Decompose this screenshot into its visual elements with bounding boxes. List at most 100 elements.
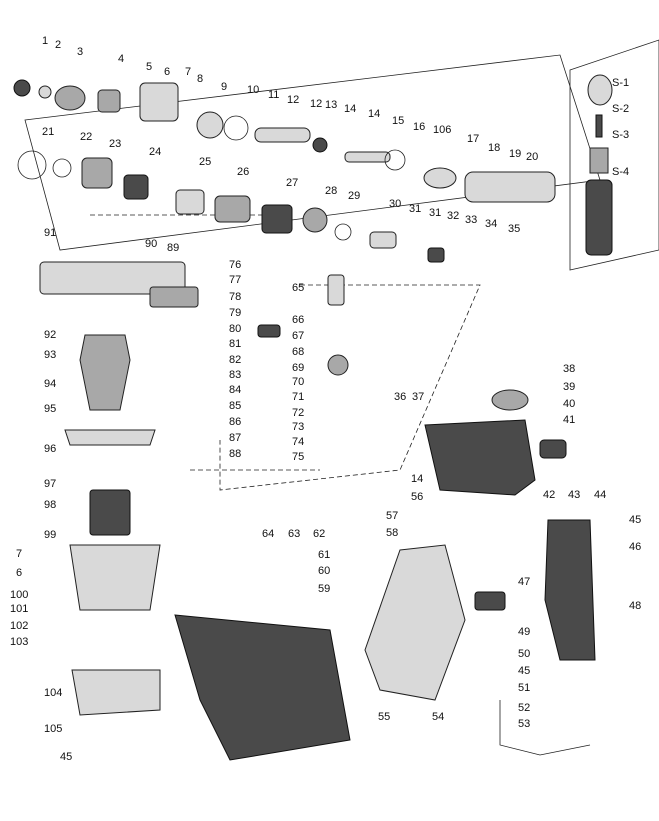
part-label-72: 72 bbox=[292, 407, 304, 419]
part-label-14c: 14 bbox=[411, 473, 423, 485]
part-label-45a: 45 bbox=[60, 751, 72, 763]
part-47-shape bbox=[474, 591, 506, 611]
part-label-41: 41 bbox=[563, 414, 575, 426]
part-label-105: 105 bbox=[44, 723, 62, 735]
part-label-78: 78 bbox=[229, 291, 241, 303]
part-label-76: 76 bbox=[229, 259, 241, 271]
part-label-104: 104 bbox=[44, 687, 62, 699]
accessory-s4-shape bbox=[585, 179, 613, 256]
part-label-25: 25 bbox=[199, 156, 211, 168]
part-label-50: 50 bbox=[518, 648, 530, 660]
part-label-94: 94 bbox=[44, 378, 56, 390]
part-label-87: 87 bbox=[229, 432, 241, 444]
part-number-labels: 1 2 3 4 5 6 7 8 9 10 11 12 12 13 14 14 1… bbox=[10, 35, 641, 763]
part-46-shape bbox=[544, 519, 596, 661]
part-label-51: 51 bbox=[518, 682, 530, 694]
accessory-frame bbox=[569, 39, 659, 271]
part-label-46: 46 bbox=[629, 541, 641, 553]
part-label-14b: 14 bbox=[368, 108, 380, 120]
part-label-73: 73 bbox=[292, 421, 304, 433]
part-label-1: 1 bbox=[42, 35, 48, 47]
accessory-label-s3: S-3 bbox=[612, 129, 629, 141]
part-54-shape bbox=[364, 544, 466, 701]
part-label-52: 52 bbox=[518, 702, 530, 714]
part-12-shape bbox=[254, 127, 311, 143]
parts bbox=[13, 74, 613, 761]
part-label-61: 61 bbox=[318, 549, 330, 561]
part-label-31b: 31 bbox=[429, 207, 441, 219]
part-label-7: 7 bbox=[185, 66, 191, 78]
part-41-shape bbox=[539, 439, 567, 459]
part-label-6: 6 bbox=[164, 66, 170, 78]
part-label-32: 32 bbox=[447, 210, 459, 222]
part-40-shape bbox=[424, 419, 536, 496]
part-89-shape bbox=[149, 286, 199, 308]
part-label-31: 31 bbox=[409, 203, 421, 215]
part-label-15: 15 bbox=[392, 115, 404, 127]
part-17-shape bbox=[423, 167, 457, 189]
part-label-77: 77 bbox=[229, 274, 241, 286]
part-label-93: 93 bbox=[44, 349, 56, 361]
part-label-22: 22 bbox=[80, 131, 92, 143]
part-label-79: 79 bbox=[229, 307, 241, 319]
part-3-shape bbox=[54, 85, 86, 111]
drill-body-shape bbox=[174, 614, 351, 761]
part-label-39: 39 bbox=[563, 381, 575, 393]
part-label-80: 80 bbox=[229, 323, 241, 335]
part-label-100: 100 bbox=[10, 589, 28, 601]
part-label-2: 2 bbox=[55, 39, 61, 51]
part-label-81: 81 bbox=[229, 338, 241, 350]
part-label-3: 3 bbox=[77, 46, 83, 58]
part-label-101: 101 bbox=[10, 603, 28, 615]
part-label-83: 83 bbox=[229, 369, 241, 381]
part-label-9: 9 bbox=[221, 81, 227, 93]
part-label-65: 65 bbox=[292, 282, 304, 294]
part-label-47: 47 bbox=[518, 576, 530, 588]
motor-leader bbox=[219, 284, 481, 491]
part-label-102: 102 bbox=[10, 620, 28, 632]
part-95-shape bbox=[64, 429, 156, 446]
part-label-45b: 45 bbox=[629, 514, 641, 526]
part-label-69: 69 bbox=[292, 362, 304, 374]
part-label-55: 55 bbox=[378, 711, 390, 723]
part-label-4: 4 bbox=[118, 53, 124, 65]
part-label-8: 8 bbox=[197, 73, 203, 85]
part-label-21: 21 bbox=[42, 126, 54, 138]
part-70-shape bbox=[327, 354, 349, 376]
part-label-63: 63 bbox=[288, 528, 300, 540]
part-label-17: 17 bbox=[467, 133, 479, 145]
part-10-shape bbox=[223, 115, 249, 141]
part-label-35: 35 bbox=[508, 223, 520, 235]
part-label-33: 33 bbox=[465, 214, 477, 226]
part-16-shape bbox=[384, 149, 406, 171]
part-label-36: 36 bbox=[394, 391, 406, 403]
part-label-89: 89 bbox=[167, 242, 179, 254]
part-22-shape bbox=[52, 158, 72, 178]
part-label-5: 5 bbox=[146, 61, 152, 73]
part-label-92: 92 bbox=[44, 329, 56, 341]
part-21-shape bbox=[17, 150, 47, 180]
part-label-98: 98 bbox=[44, 499, 56, 511]
part-label-90: 90 bbox=[145, 238, 157, 250]
part-label-82: 82 bbox=[229, 354, 241, 366]
part-label-49: 49 bbox=[518, 626, 530, 638]
part-label-99: 99 bbox=[44, 529, 56, 541]
accessory-s1-shape bbox=[587, 74, 613, 106]
accessory-label-s4: S-4 bbox=[612, 166, 629, 178]
part-label-34: 34 bbox=[485, 218, 497, 230]
part-label-58: 58 bbox=[386, 527, 398, 539]
accessory-label-s2: S-2 bbox=[612, 103, 629, 115]
part-19-shape bbox=[464, 171, 556, 203]
part-label-27: 27 bbox=[286, 177, 298, 189]
part-24-shape bbox=[123, 174, 149, 200]
part-label-106: 106 bbox=[433, 124, 451, 136]
part-label-14: 14 bbox=[344, 103, 356, 115]
part-28-shape bbox=[302, 207, 328, 233]
part-label-37: 37 bbox=[412, 391, 424, 403]
part-label-40: 40 bbox=[563, 398, 575, 410]
part-label-12b: 12 bbox=[310, 98, 322, 110]
part-26-shape bbox=[214, 195, 251, 223]
part-label-84: 84 bbox=[229, 384, 241, 396]
part-label-18: 18 bbox=[488, 142, 500, 154]
